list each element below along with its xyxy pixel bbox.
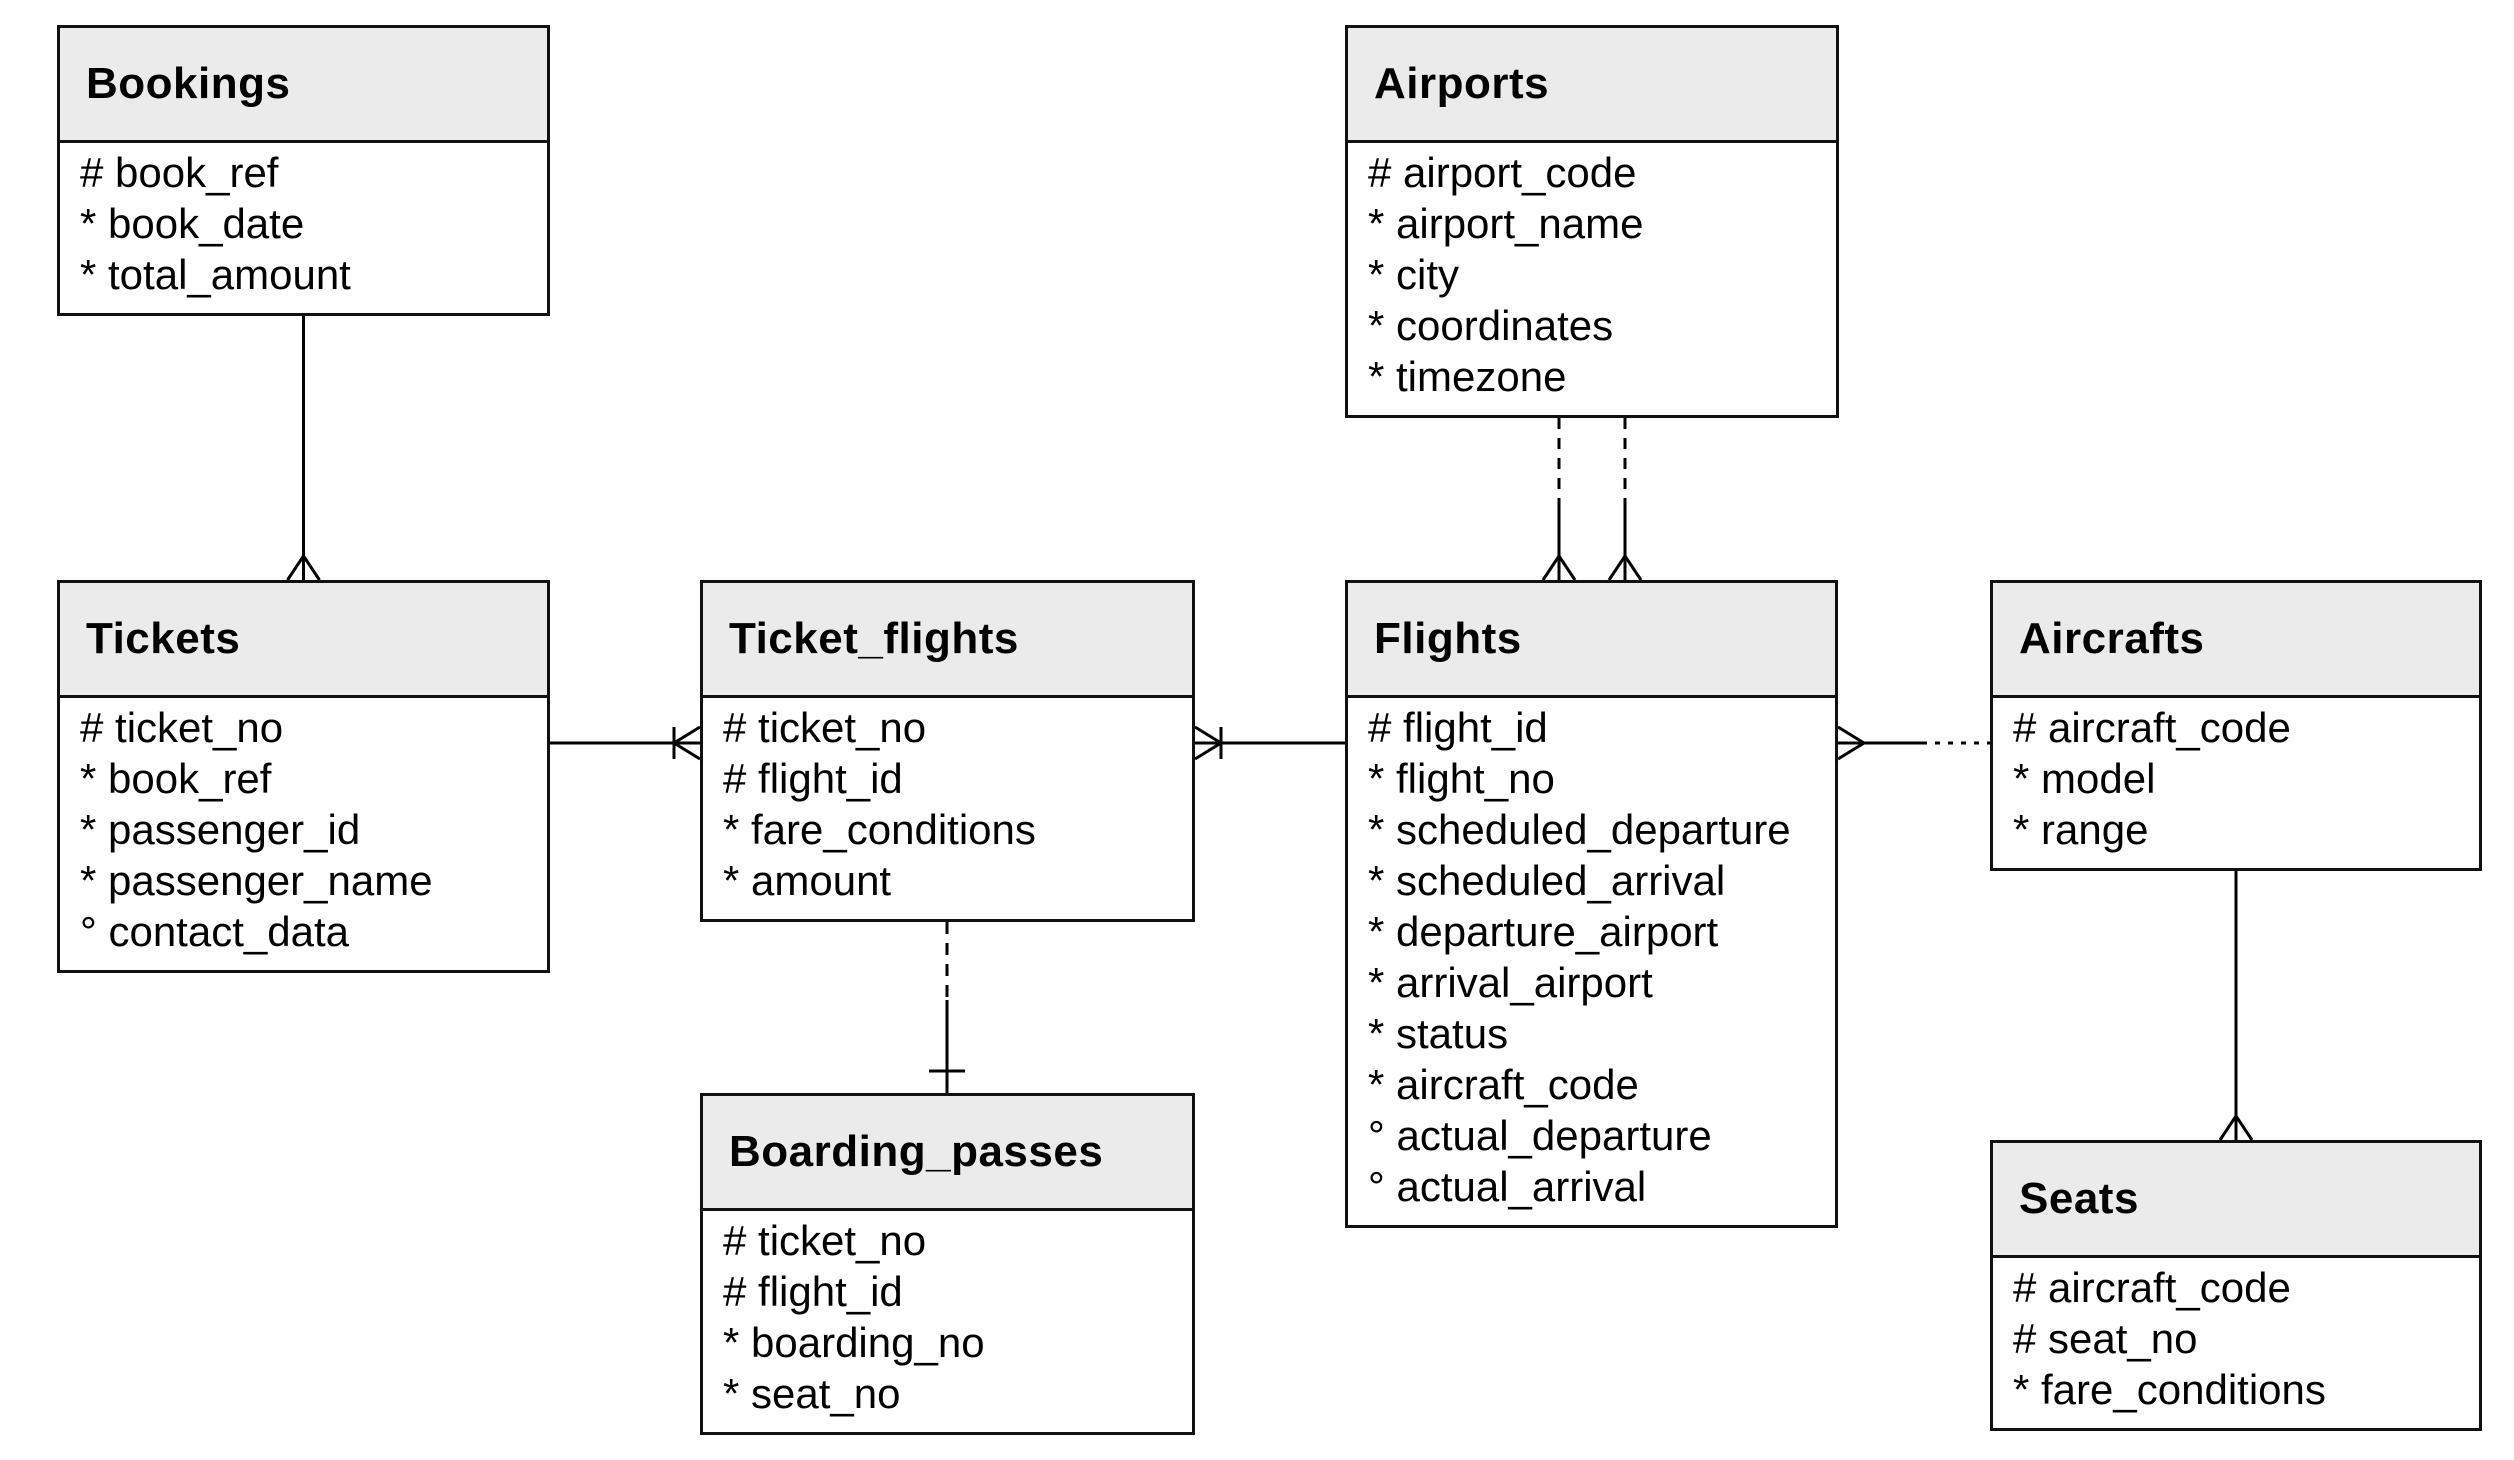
entity-airports-title: Airports bbox=[1348, 28, 1836, 143]
entity-seats[interactable]: Seats # aircraft_code # seat_no * fare_c… bbox=[1990, 1140, 2482, 1431]
crow-foot-many-ticket-flights bbox=[1194, 725, 1224, 761]
crow-foot-many-tickets bbox=[286, 553, 321, 581]
attribute-row: * fare_conditions bbox=[723, 806, 1036, 853]
connector-ticket-flights-boarding-passes bbox=[929, 922, 965, 1093]
attribute-row: * fare_conditions bbox=[2013, 1366, 2326, 1413]
attribute-row: # ticket_no bbox=[723, 1217, 927, 1264]
crow-foot-many-ticket-flights bbox=[671, 725, 701, 761]
entity-seats-attributes: # aircraft_code # seat_no * fare_conditi… bbox=[1993, 1258, 2479, 1428]
attribute-row: * passenger_name bbox=[80, 857, 433, 904]
attribute-row: # ticket_no bbox=[80, 704, 284, 751]
connector-flights-aircrafts bbox=[1837, 725, 1990, 761]
entity-airports-attributes: # airport_code * airport_name * city * c… bbox=[1348, 143, 1836, 415]
attribute-row: * model bbox=[2013, 755, 2156, 802]
attribute-row: * status bbox=[1368, 1010, 1509, 1057]
connector-airports-flights-1 bbox=[1541, 418, 1577, 581]
entity-boarding-passes-attributes: # ticket_no # flight_id * boarding_no * … bbox=[703, 1211, 1192, 1432]
entity-flights[interactable]: Flights # flight_id * flight_no * schedu… bbox=[1345, 580, 1838, 1228]
entity-seats-title: Seats bbox=[1993, 1143, 2479, 1258]
connector-aircrafts-seats bbox=[2218, 871, 2254, 1141]
attribute-row: # airport_code bbox=[1368, 149, 1637, 196]
entity-bookings[interactable]: Bookings # book_ref * book_date * total_… bbox=[57, 25, 550, 316]
crow-foot-many-flights bbox=[1607, 553, 1643, 581]
entity-tickets-title: Tickets bbox=[60, 583, 547, 698]
entity-airports[interactable]: Airports # airport_code * airport_name *… bbox=[1345, 25, 1839, 418]
entity-ticket-flights-title: Ticket_flights bbox=[703, 583, 1192, 698]
entity-tickets[interactable]: Tickets # ticket_no * book_ref * passeng… bbox=[57, 580, 550, 973]
attribute-row: * city bbox=[1368, 251, 1460, 298]
entity-aircrafts[interactable]: Aircrafts # aircraft_code * model * rang… bbox=[1990, 580, 2482, 871]
attribute-row: * book_ref bbox=[80, 755, 272, 802]
attribute-row: * scheduled_arrival bbox=[1368, 857, 1726, 904]
attribute-row: ° contact_data bbox=[80, 908, 349, 955]
attribute-row: * arrival_airport bbox=[1368, 959, 1653, 1006]
attribute-row: * departure_airport bbox=[1368, 908, 1719, 955]
entity-ticket-flights[interactable]: Ticket_flights # ticket_no # flight_id *… bbox=[700, 580, 1195, 922]
attribute-row: # flight_id bbox=[723, 1268, 903, 1315]
entity-boarding-passes-title: Boarding_passes bbox=[703, 1096, 1192, 1211]
attribute-row: # aircraft_code bbox=[2013, 1264, 2291, 1311]
entity-bookings-title: Bookings bbox=[60, 28, 547, 143]
attribute-row: * flight_no bbox=[1368, 755, 1555, 802]
attribute-row: ° actual_arrival bbox=[1368, 1163, 1647, 1210]
attribute-row: ° actual_departure bbox=[1368, 1112, 1712, 1159]
attribute-row: * coordinates bbox=[1368, 302, 1614, 349]
attribute-row: # ticket_no bbox=[723, 704, 927, 751]
connector-bookings-tickets bbox=[286, 316, 321, 581]
connector-tickets-ticket-flights bbox=[550, 725, 701, 761]
crow-foot-many-flights bbox=[1837, 725, 1867, 761]
attribute-row: # seat_no bbox=[2013, 1315, 2198, 1362]
entity-tickets-attributes: # ticket_no * book_ref * passenger_id * … bbox=[60, 698, 547, 970]
crow-foot-many-seats bbox=[2218, 1113, 2254, 1141]
attribute-row: * scheduled_departure bbox=[1368, 806, 1791, 853]
connector-ticket-flights-flights bbox=[1194, 725, 1345, 761]
attribute-row: # book_ref bbox=[80, 149, 279, 196]
attribute-row: * total_amount bbox=[80, 251, 351, 298]
attribute-row: * aircraft_code bbox=[1368, 1061, 1639, 1108]
attribute-row: * book_date bbox=[80, 200, 305, 247]
attribute-row: * boarding_no bbox=[723, 1319, 985, 1366]
attribute-row: * timezone bbox=[1368, 353, 1567, 400]
attribute-row: * amount bbox=[723, 857, 892, 904]
entity-boarding-passes[interactable]: Boarding_passes # ticket_no # flight_id … bbox=[700, 1093, 1195, 1435]
attribute-row: * range bbox=[2013, 806, 2149, 853]
crow-foot-many-flights bbox=[1541, 553, 1577, 581]
attribute-row: # flight_id bbox=[723, 755, 903, 802]
entity-aircrafts-title: Aircrafts bbox=[1993, 583, 2479, 698]
attribute-row: * passenger_id bbox=[80, 806, 361, 853]
entity-ticket-flights-attributes: # ticket_no # flight_id * fare_condition… bbox=[703, 698, 1192, 919]
connector-airports-flights-2 bbox=[1607, 418, 1643, 581]
attribute-row: # aircraft_code bbox=[2013, 704, 2291, 751]
entity-flights-attributes: # flight_id * flight_no * scheduled_depa… bbox=[1348, 698, 1835, 1225]
entity-flights-title: Flights bbox=[1348, 583, 1835, 698]
attribute-row: * seat_no bbox=[723, 1370, 901, 1417]
attribute-row: * airport_name bbox=[1368, 200, 1644, 247]
entity-aircrafts-attributes: # aircraft_code * model * range bbox=[1993, 698, 2479, 868]
entity-bookings-attributes: # book_ref * book_date * total_amount bbox=[60, 143, 547, 313]
attribute-row: # flight_id bbox=[1368, 704, 1548, 751]
